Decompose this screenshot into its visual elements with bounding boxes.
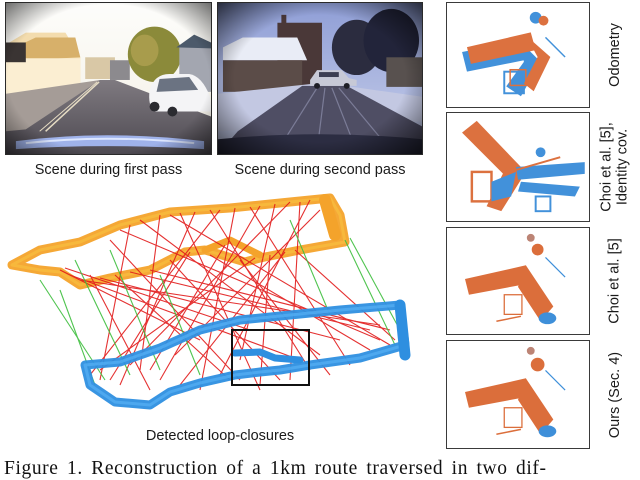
panel-label-line2: Identity cov. [615,128,631,206]
second-pass-photo [217,2,423,155]
second-pass-trajectory [80,299,411,410]
loop-closure-map [0,180,440,420]
panel-label-line1: Choi et al. [5] [607,238,623,324]
choi-point-cloud [465,233,566,325]
panel-label-line1: Odometry [607,23,624,87]
map-caption: Detected loop-closures [145,428,295,444]
first-pass-caption: Scene during first pass [34,162,183,178]
figure-caption: Figure 1. Reconstruction of a 1km route … [4,458,547,479]
first-pass-trajectory [7,193,350,290]
first-pass-scene-image [6,3,211,154]
odometry-point-cloud [462,11,566,97]
panel-choi [446,227,590,335]
loop-closure-point-cloud [7,193,411,410]
panel-label-line1: Choi et al. [5], [599,122,615,212]
panel-choi-label: Choi et al. [5] [593,227,637,335]
panel-ours-label: Ours (Sec. 4) [593,340,637,449]
panel-choi-identity-label: Choi et al. [5], Identity cov. [593,112,637,222]
second-pass-caption: Scene during second pass [234,162,406,178]
panel-label-line1: Ours (Sec. 4) [607,351,623,438]
panel-odometry-label: Odometry [593,2,637,108]
panel-ours [446,340,590,449]
highlight-box [231,329,310,386]
panel-choi-identity [446,112,590,222]
panel-odometry [446,2,590,108]
first-pass-photo [5,2,212,155]
second-pass-scene-image [218,3,422,154]
ours-point-cloud [464,346,566,438]
choi-identity-point-cloud [462,120,585,213]
